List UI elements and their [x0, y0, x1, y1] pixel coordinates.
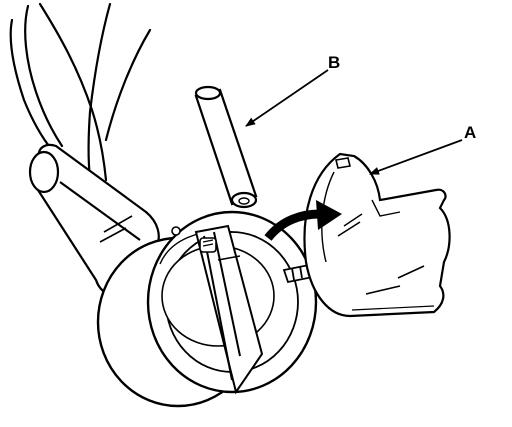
leader-line-a: [369, 139, 463, 175]
removal-arrow: [264, 200, 342, 241]
leader-line-b: [245, 69, 329, 127]
battery-compartment: [171, 224, 264, 395]
callout-label-a: A: [464, 123, 476, 142]
callout-label-b: B: [328, 53, 340, 72]
battery: [194, 85, 258, 209]
battery-cover: [303, 152, 451, 318]
headband: [9, 2, 152, 182]
